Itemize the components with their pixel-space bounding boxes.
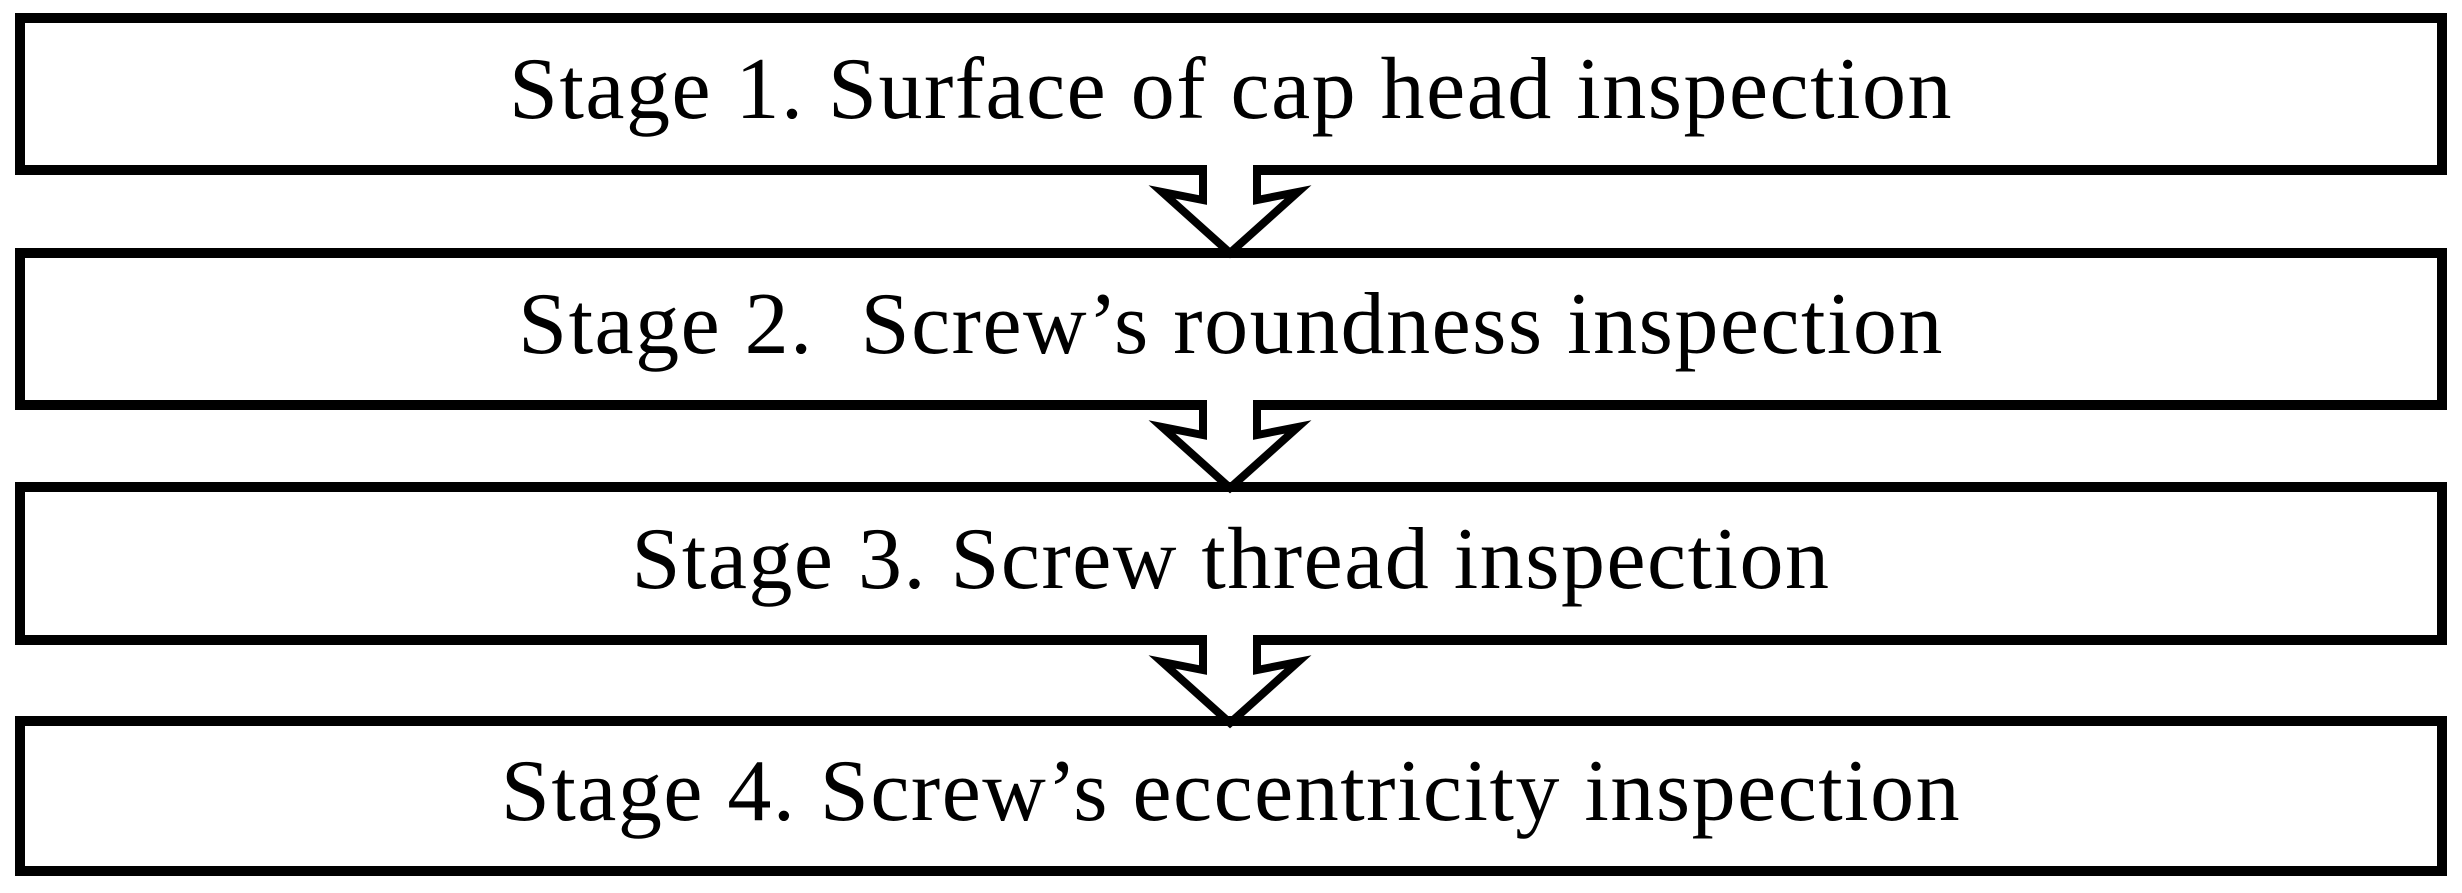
stage-box-2: Stage 2. Screw’s roundness inspection: [15, 248, 2447, 410]
stage-3-label: Stage 3. Screw thread inspection: [631, 510, 1831, 608]
flow-arrow-3: [1148, 635, 1312, 731]
flow-arrow-2: [1148, 400, 1312, 496]
down-arrow-icon: [1148, 635, 1312, 729]
down-arrow-icon: [1148, 165, 1312, 259]
stage-box-4: Stage 4. Screw’s eccentricity inspection: [15, 716, 2447, 876]
stage-2-label: Stage 2. Screw’s roundness inspection: [518, 276, 1944, 373]
stage-box-3: Stage 3. Screw thread inspection: [15, 482, 2447, 645]
flow-arrow-1: [1148, 165, 1312, 261]
stage-1-label: Stage 1. Surface of cap head inspection: [509, 41, 1953, 138]
down-arrow-icon: [1148, 400, 1312, 494]
stage-box-1: Stage 1. Surface of cap head inspection: [15, 13, 2447, 175]
stage-4-label: Stage 4. Screw’s eccentricity inspection: [500, 743, 1962, 840]
